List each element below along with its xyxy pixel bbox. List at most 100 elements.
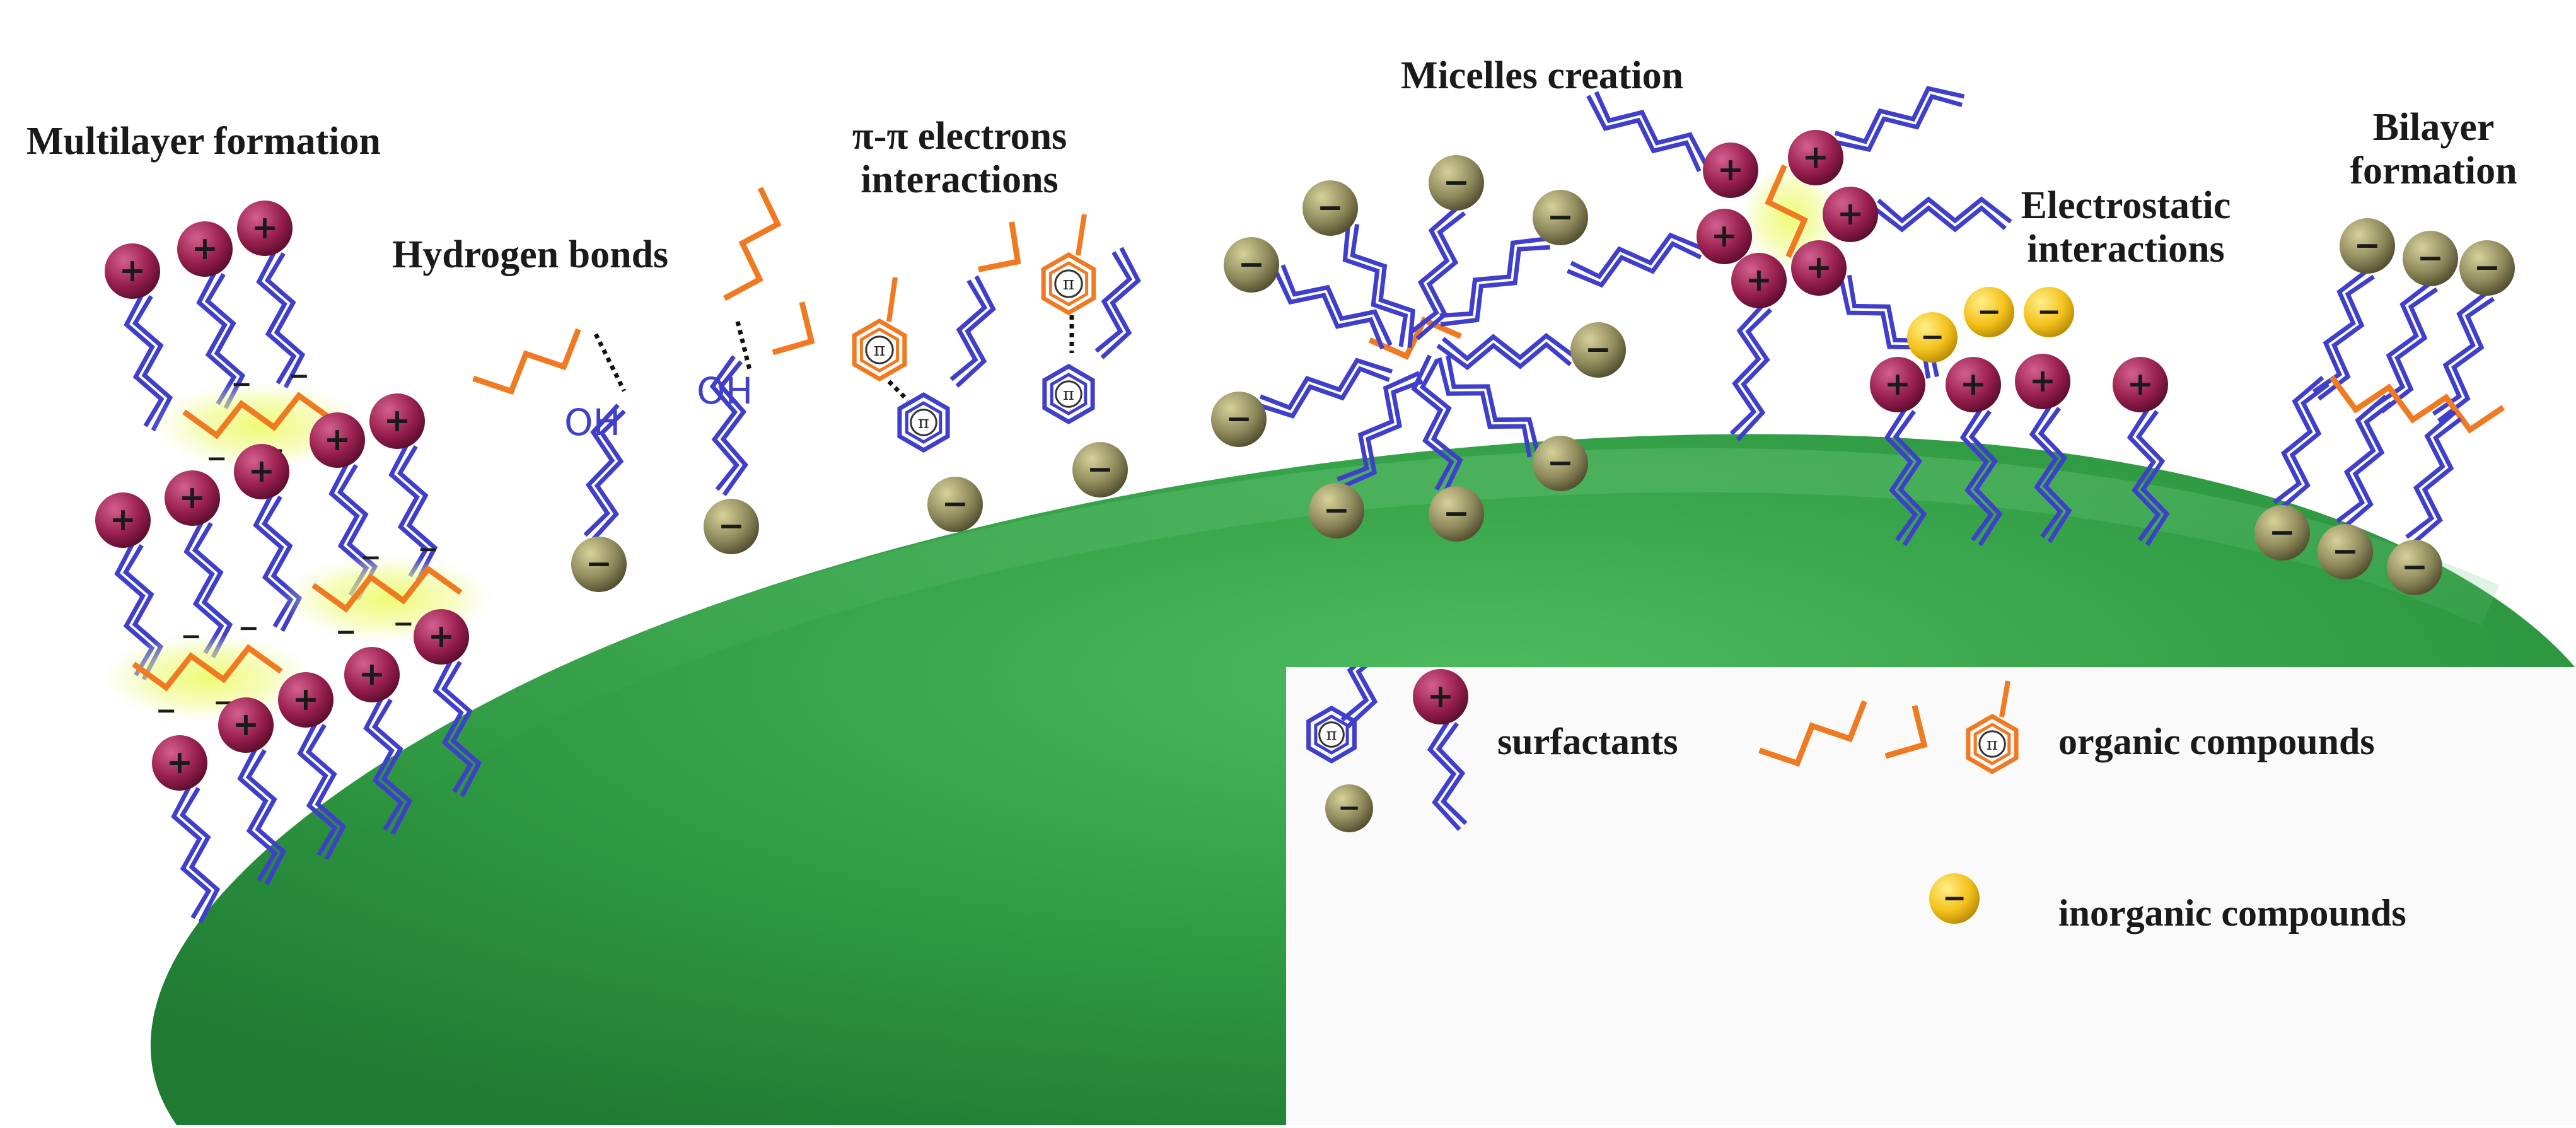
legend-organic-chain-icon xyxy=(1758,700,1867,767)
label-electrostatic-line2: interactions xyxy=(2027,228,2225,271)
charge-sign: + xyxy=(1717,151,1744,188)
hydroxyl-group-label: OH xyxy=(564,401,620,444)
cationic-surfactant: + xyxy=(344,647,413,835)
cation-head-icon: + xyxy=(1788,130,1843,185)
organic-anion-chain xyxy=(1765,164,1808,259)
cationic-surfactant: + xyxy=(177,221,246,410)
organic-chain xyxy=(978,221,1021,272)
anion-head-icon: − xyxy=(1429,155,1484,211)
charge-sign: − xyxy=(2474,248,2500,286)
legend-surfactants-label: surfactants xyxy=(1497,721,1678,762)
charge-sign: − xyxy=(2401,548,2428,585)
cationic-surfactant: + xyxy=(278,672,347,861)
label-micelles-creation: Micelles creation xyxy=(1401,54,1684,97)
surfactant-tail xyxy=(171,782,221,924)
surfactant-tail xyxy=(1437,355,1541,458)
cationic-surfactant: + xyxy=(1566,209,1752,288)
anionic-surfactant: − xyxy=(2432,240,2515,423)
anion-head-icon: − xyxy=(1570,322,1626,378)
organic-chain xyxy=(772,301,815,356)
surfactant-tail xyxy=(1340,644,1384,728)
label-bilayer-line2: formation xyxy=(2350,149,2517,193)
charge-sign: + xyxy=(1806,248,1832,286)
charge-sign: + xyxy=(1711,217,1738,254)
surfactant-tail xyxy=(1566,232,1705,288)
legend-organic-ring-icon: π xyxy=(1966,713,2019,775)
surfactant-tail xyxy=(183,518,233,659)
anion-head-icon: − xyxy=(2340,218,2395,274)
anion-head-icon: − xyxy=(1325,784,1373,832)
charge-sign: + xyxy=(1837,195,1864,232)
anion-head-icon: − xyxy=(1072,442,1128,497)
hydrogen-bond-group: OH−OH− xyxy=(472,187,782,592)
organic-chain xyxy=(472,328,581,395)
cationic-surfactant: + xyxy=(152,735,221,924)
cationic-surfactant: + xyxy=(2015,354,2072,544)
surfactant-tail xyxy=(432,656,482,798)
multilayer-group: +++−−−−+++++−−−−−−−−+++++ xyxy=(95,201,495,924)
anionic-surfactant: − xyxy=(1436,322,1626,378)
cation-head-icon: + xyxy=(177,221,233,277)
organic-chain xyxy=(1368,317,1463,360)
label-multilayer-formation: Multilayer formation xyxy=(26,120,381,163)
charge-sign: − xyxy=(1443,494,1470,532)
surfactant-tail xyxy=(2336,394,2393,530)
pi-symbol: π xyxy=(1987,735,1998,754)
charge-sign: − xyxy=(1087,450,1113,487)
surfactant-tail xyxy=(1439,236,1551,327)
cation-head-icon: + xyxy=(165,470,220,526)
anion-head-icon: − xyxy=(1429,486,1484,542)
anionic-surfactant: − xyxy=(1224,237,1393,350)
anionic-surfactant: − xyxy=(2375,231,2458,414)
charge-sign: − xyxy=(1585,330,1611,368)
anion-head-icon: − xyxy=(2318,524,2373,579)
cationic-surfactant: + xyxy=(1791,240,1939,379)
charge-sign: − xyxy=(156,696,177,725)
pi-symbol: π xyxy=(874,339,886,360)
cation-head-icon: + xyxy=(1870,357,1925,412)
surfactant-tail xyxy=(1410,204,1466,340)
pi-pi-group: ππ−ππ− xyxy=(772,214,1141,532)
anion-head-icon: − xyxy=(571,537,627,592)
cation-head-icon: + xyxy=(95,492,151,548)
anionic-surfactant: − xyxy=(2318,394,2393,579)
charge-sign: − xyxy=(238,614,259,643)
pi-symbol: π xyxy=(1063,385,1074,404)
charge-sign: + xyxy=(1746,261,1772,298)
anion-head-icon: − xyxy=(1224,237,1279,293)
anionic-surfactant: − xyxy=(2387,410,2463,595)
surfactant-tail xyxy=(1884,405,1927,547)
surfactant-tail xyxy=(1832,86,1965,153)
surfactant-tail xyxy=(2029,402,2072,544)
charge-sign: − xyxy=(1977,294,2002,328)
charge-sign: + xyxy=(248,452,275,489)
anion-head-icon: − xyxy=(1211,392,1267,447)
surfactant-tail xyxy=(1586,91,1710,173)
charge-sign: − xyxy=(1338,792,1361,824)
inorganic-anion-icon: − xyxy=(1907,312,1958,363)
charge-sign: − xyxy=(2037,294,2062,328)
anion-head-icon: − xyxy=(704,499,759,554)
cationic-surfactant: + xyxy=(1788,86,1965,185)
hydrogen-bond-line xyxy=(593,333,627,392)
cationic-surfactant: + xyxy=(218,697,287,886)
charge-sign: − xyxy=(1547,198,1574,235)
surfactant-tail xyxy=(297,719,347,861)
organic-anion-chain: −−−− xyxy=(101,614,315,725)
charge-sign: − xyxy=(1238,245,1265,282)
charge-sign: − xyxy=(1443,163,1470,201)
charge-sign: + xyxy=(1884,365,1911,402)
charge-sign: + xyxy=(384,402,410,439)
organic-chain xyxy=(2329,375,2505,434)
surfactant-tail xyxy=(388,441,438,582)
cation-head-icon: + xyxy=(1703,142,1758,198)
charge-sign: + xyxy=(2029,362,2056,399)
pi-stacking-line xyxy=(887,380,910,402)
charge-sign: − xyxy=(586,545,612,582)
charge-sign: + xyxy=(252,209,278,246)
charge-sign: + xyxy=(1960,365,1987,402)
cation-head-icon: + xyxy=(152,735,207,791)
charge-sign: + xyxy=(428,617,455,654)
surfactant-tail xyxy=(1729,302,1772,441)
cationic-surfactant: + xyxy=(1823,187,2012,242)
